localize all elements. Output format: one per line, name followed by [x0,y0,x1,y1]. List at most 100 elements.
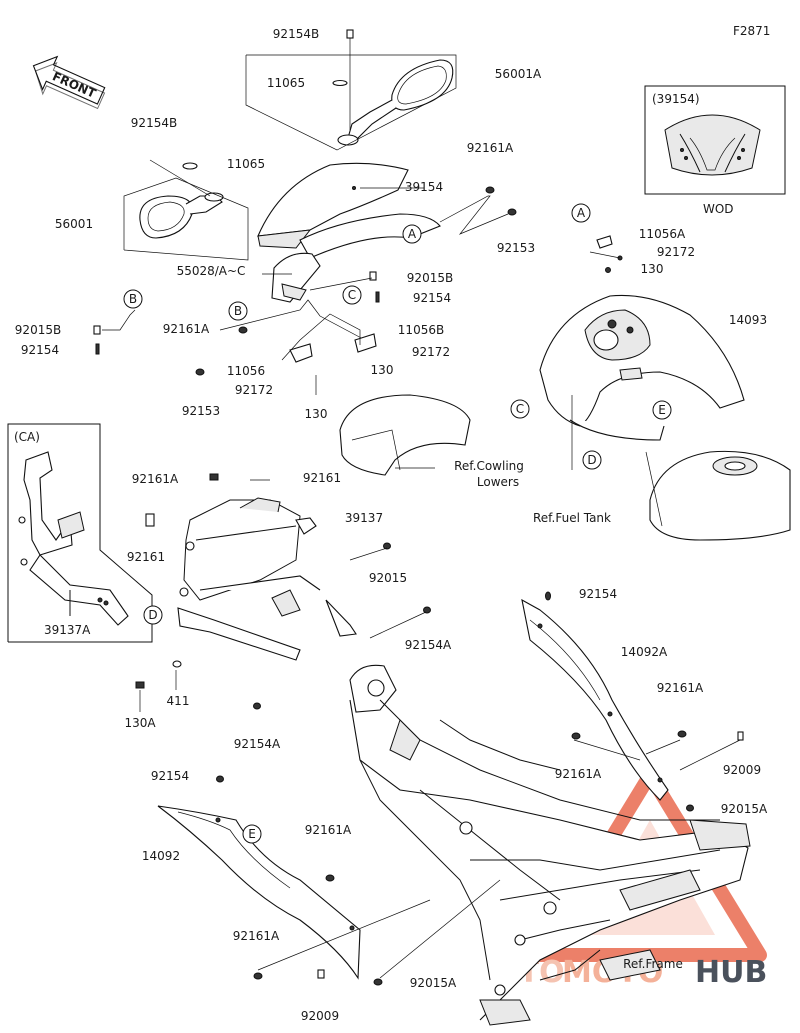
part-callout-c-92154B-top: 92154B [273,27,319,41]
ref-marker-letter: C [348,288,356,302]
side-cover-14092 [157,805,501,986]
ca-box-title: (CA) [14,430,40,444]
reference-markers: A A B B C C D D E E [123,203,672,844]
part-callout-c-92153-top: 92153 [497,241,535,255]
part-callout-c-92172-left: 92172 [235,383,273,397]
part-callout-c-92009-right: 92009 [723,763,761,777]
ref-marker-letter: D [587,453,596,467]
part-callout-c-92153-left: 92153 [182,404,220,418]
ref-marker-m-A-1: A [402,224,422,244]
ref-marker-letter: A [577,206,586,220]
part-callout-c-ref-frame: Ref.Frame [623,957,683,971]
part-callout-c-130A: 130A [124,716,156,730]
front-stay-39137 [145,473,357,661]
part-callout-c-92161A-r2: 92161A [555,767,602,781]
front-arrow-icon: FRONT [32,55,106,110]
cowling-lowers-ref [339,394,471,476]
part-callout-c-92172-mid: 92172 [412,345,450,359]
ref-marker-circle [652,400,672,420]
part-callout-c-92154-left: 92154 [21,343,59,357]
ref-marker-m-B-2: B [228,301,248,321]
ref-marker-circle [228,301,248,321]
bolts-mid [135,542,431,783]
meter-stay [219,252,380,341]
ref-marker-circle [242,824,262,844]
part-callout-c-92015B-top: 92015B [407,271,453,285]
part-callout-c-92015A-right: 92015A [721,802,768,816]
part-callout-c-92172-right: 92172 [657,245,695,259]
ref-marker-m-B-1: B [123,289,143,309]
small-fasteners-left [93,309,377,395]
part-callout-c-92009-bot: 92009 [301,1009,339,1023]
ref-marker-circle [402,224,422,244]
ref-marker-letter: A [408,227,417,241]
ref-marker-m-E-1: E [652,400,672,420]
ref-marker-circle [143,605,163,625]
part-callout-c-56001: 56001 [55,217,93,231]
part-callout-c-92015: 92015 [369,571,407,585]
part-callout-c-130-mid: 130 [371,363,394,377]
part-callout-c-130-left: 130 [305,407,328,421]
ref-marker-m-C-2: C [510,399,530,419]
ref-marker-circle [571,203,591,223]
mirror-right [245,29,457,151]
ref-marker-m-E-2: E [242,824,262,844]
part-callout-c-14092: 14092 [142,849,180,863]
part-callout-c-92161A-right: 92161A [657,681,704,695]
part-callout-c-ref-cowling-1: Ref.Cowling [454,459,524,473]
part-callout-c-11056: 11056 [227,364,265,378]
side-cover-14092A [521,591,744,812]
ref-marker-m-A-2: A [571,203,591,223]
part-callout-c-11056B: 11056B [398,323,444,337]
ref-marker-m-D-2: D [143,605,163,625]
fuel-tank-ref [645,450,791,541]
part-callout-c-411: 411 [167,694,190,708]
part-callout-c-92161-b: 92161 [127,550,165,564]
part-callout-c-92154-low: 92154 [151,769,189,783]
part-callout-c-92161A-low: 92161A [305,823,352,837]
part-callout-c-ref-cowling-2: Lowers [477,475,519,489]
callout-labels: 92154B1106556001A92154B11065391545600192… [15,27,768,1023]
watermark-hub: HUB [695,955,767,990]
part-callout-c-92161A-frame: 92161A [132,472,179,486]
part-callout-c-92154-mid: 92154 [413,291,451,305]
ref-marker-letter: D [148,608,157,622]
part-callout-c-56001A: 56001A [495,67,542,81]
part-callout-c-92161-a: 92161 [303,471,341,485]
windshield-cowl [257,162,441,259]
part-callout-c-11065-top: 11065 [267,76,305,90]
part-callout-c-39137: 39137 [345,511,383,525]
part-callout-c-92154A-low: 92154A [234,737,281,751]
ref-marker-letter: B [234,304,242,318]
ca-box-part: 39137A [44,623,91,637]
variant-box-39154 [644,85,786,195]
ca-variant-box [7,423,153,643]
ref-marker-circle [123,289,143,309]
part-callout-c-11056A: 11056A [639,227,686,241]
fasteners-upper-right [439,186,623,273]
part-callout-c-92154-right: 92154 [579,587,617,601]
ref-marker-m-C-1: C [342,285,362,305]
part-callout-c-11065-left: 11065 [227,157,265,171]
ref-marker-circle [342,285,362,305]
part-callout-c-ref-fuel-tank: Ref.Fuel Tank [533,511,611,525]
part-callout-c-92015A-bot: 92015A [410,976,457,990]
mirror-left [123,159,249,261]
part-callout-c-14092A: 14092A [621,645,668,659]
ref-marker-letter: E [248,827,256,841]
part-callout-c-39154: 39154 [405,180,443,194]
ref-marker-letter: E [658,403,666,417]
part-callout-c-92161A-bot: 92161A [233,929,280,943]
ref-marker-circle [510,399,530,419]
main-frame-ref [349,664,751,1026]
ref-marker-letter: B [129,292,137,306]
part-callout-c-92161A-top: 92161A [467,141,514,155]
variant-title: (39154) [652,92,700,106]
part-callout-c-55028: 55028/A~C [177,264,246,278]
variant-label: WOD [703,202,734,216]
ref-marker-circle [582,450,602,470]
inner-cowl-14093 [539,294,745,470]
part-callout-c-92154A-mid: 92154A [405,638,452,652]
part-callout-c-92154B-left: 92154B [131,116,177,130]
